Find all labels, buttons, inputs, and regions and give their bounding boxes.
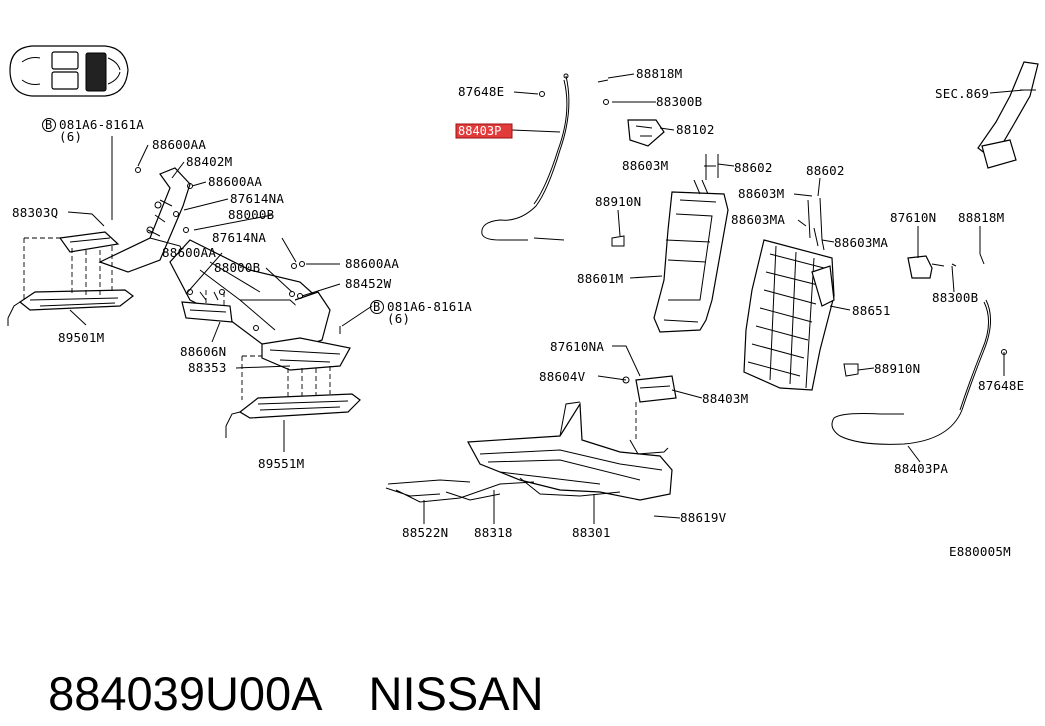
callout-88303Q[interactable]: 88303Q xyxy=(12,205,58,220)
callout-88102[interactable]: 88102 xyxy=(676,122,715,137)
callout-88000B[interactable]: 88000B xyxy=(228,207,274,222)
highlight-88403P-box xyxy=(455,123,513,139)
callout-88000B[interactable]: 88000B xyxy=(214,260,260,275)
callout-88403M[interactable]: 88403M xyxy=(702,391,748,406)
callout-081A6-8161A-mid[interactable]: 081A6-8161A xyxy=(387,299,472,314)
cable-88403P xyxy=(481,73,570,241)
callout-87648E[interactable]: 87648E xyxy=(978,378,1024,393)
seat-frame-left-assembly xyxy=(7,167,361,438)
part-labels: B 081A6-8161A (6) 88600AA 88402M 88600AA… xyxy=(12,66,1024,559)
callout-88452W[interactable]: 88452W xyxy=(345,276,392,291)
leader-lines xyxy=(67,73,1025,524)
callout-87610NA[interactable]: 87610NA xyxy=(550,339,604,354)
callout-88522N[interactable]: 88522N xyxy=(402,525,448,540)
cushion-frame-88301 xyxy=(467,375,677,501)
vehicle-locator-icon xyxy=(9,45,129,97)
callout-88606N[interactable]: 88606N xyxy=(180,344,226,359)
belt-buckle-87610N xyxy=(907,253,985,279)
callout-88651[interactable]: 88651 xyxy=(852,303,891,318)
seat-belt-assembly xyxy=(977,61,1039,169)
callout-87648E[interactable]: 87648E xyxy=(458,84,504,99)
callout-89501M[interactable]: 89501M xyxy=(58,330,104,345)
callout-qty-mid: (6) xyxy=(387,311,410,326)
callout-88818M[interactable]: 88818M xyxy=(958,210,1004,225)
callout-88603M[interactable]: 88603M xyxy=(738,186,784,201)
callout-88600AA[interactable]: 88600AA xyxy=(345,256,399,271)
seatback-panel-88651 xyxy=(743,197,859,391)
callout-88602[interactable]: 88602 xyxy=(806,163,845,178)
callout-88603M[interactable]: 88603M xyxy=(622,158,668,173)
callout-qty-left: (6) xyxy=(59,129,82,144)
callout-89551M[interactable]: 89551M xyxy=(258,456,304,471)
callout-88910N[interactable]: 88910N xyxy=(595,194,641,209)
highlight-88403P-label[interactable]: 88403P xyxy=(458,124,501,138)
callout-88301[interactable]: 88301 xyxy=(572,525,611,540)
footer-caption: 884039U00A NISSAN xyxy=(22,598,543,720)
callout-87614NA[interactable]: 87614NA xyxy=(212,230,266,245)
callout-88619V[interactable]: 88619V xyxy=(680,510,727,525)
bolt-symbol-icon xyxy=(42,118,56,132)
footer-part-number: 884039U00A xyxy=(48,667,323,720)
svg-text:B: B xyxy=(373,300,380,314)
callout-88402M[interactable]: 88402M xyxy=(186,154,232,169)
callout-88300B[interactable]: 88300B xyxy=(656,94,702,109)
parts-diagram: 88403P B 081A6-8161A (6) 88600AA 88402M … xyxy=(7,45,1039,559)
wire-harness-88522N xyxy=(385,479,535,503)
callout-88403PA[interactable]: 88403PA xyxy=(894,461,948,476)
callout-88602[interactable]: 88602 xyxy=(734,160,773,175)
callout-88910N[interactable]: 88910N xyxy=(874,361,920,376)
callout-88818M[interactable]: 88818M xyxy=(636,66,682,81)
footer-brand: NISSAN xyxy=(368,667,544,720)
callout-88603MA[interactable]: 88603MA xyxy=(834,235,888,250)
callout-081A6-8161A-left[interactable]: 081A6-8161A xyxy=(59,117,144,132)
bracket-88102 xyxy=(597,79,665,147)
callout-88318[interactable]: 88318 xyxy=(474,525,513,540)
svg-text:B: B xyxy=(45,118,52,132)
callout-88603MA[interactable]: 88603MA xyxy=(731,212,785,227)
callout-88600AA[interactable]: 88600AA xyxy=(208,174,262,189)
callout-87610N[interactable]: 87610N xyxy=(890,210,936,225)
callout-88600AA[interactable]: 88600AA xyxy=(162,245,216,260)
callout-87614NA[interactable]: 87614NA xyxy=(230,191,284,206)
bolt-symbol-icon xyxy=(370,300,384,314)
callout-88604V[interactable]: 88604V xyxy=(539,369,586,384)
callout-88353[interactable]: 88353 xyxy=(188,360,227,375)
callout-SEC869[interactable]: SEC.869 xyxy=(935,86,989,101)
callout-88300B[interactable]: 88300B xyxy=(932,290,978,305)
seatback-frame-88601M xyxy=(611,154,729,333)
callout-88600AA[interactable]: 88600AA xyxy=(152,137,206,152)
diagram-code: E880005M xyxy=(949,544,1011,559)
callout-88601M[interactable]: 88601M xyxy=(577,271,623,286)
